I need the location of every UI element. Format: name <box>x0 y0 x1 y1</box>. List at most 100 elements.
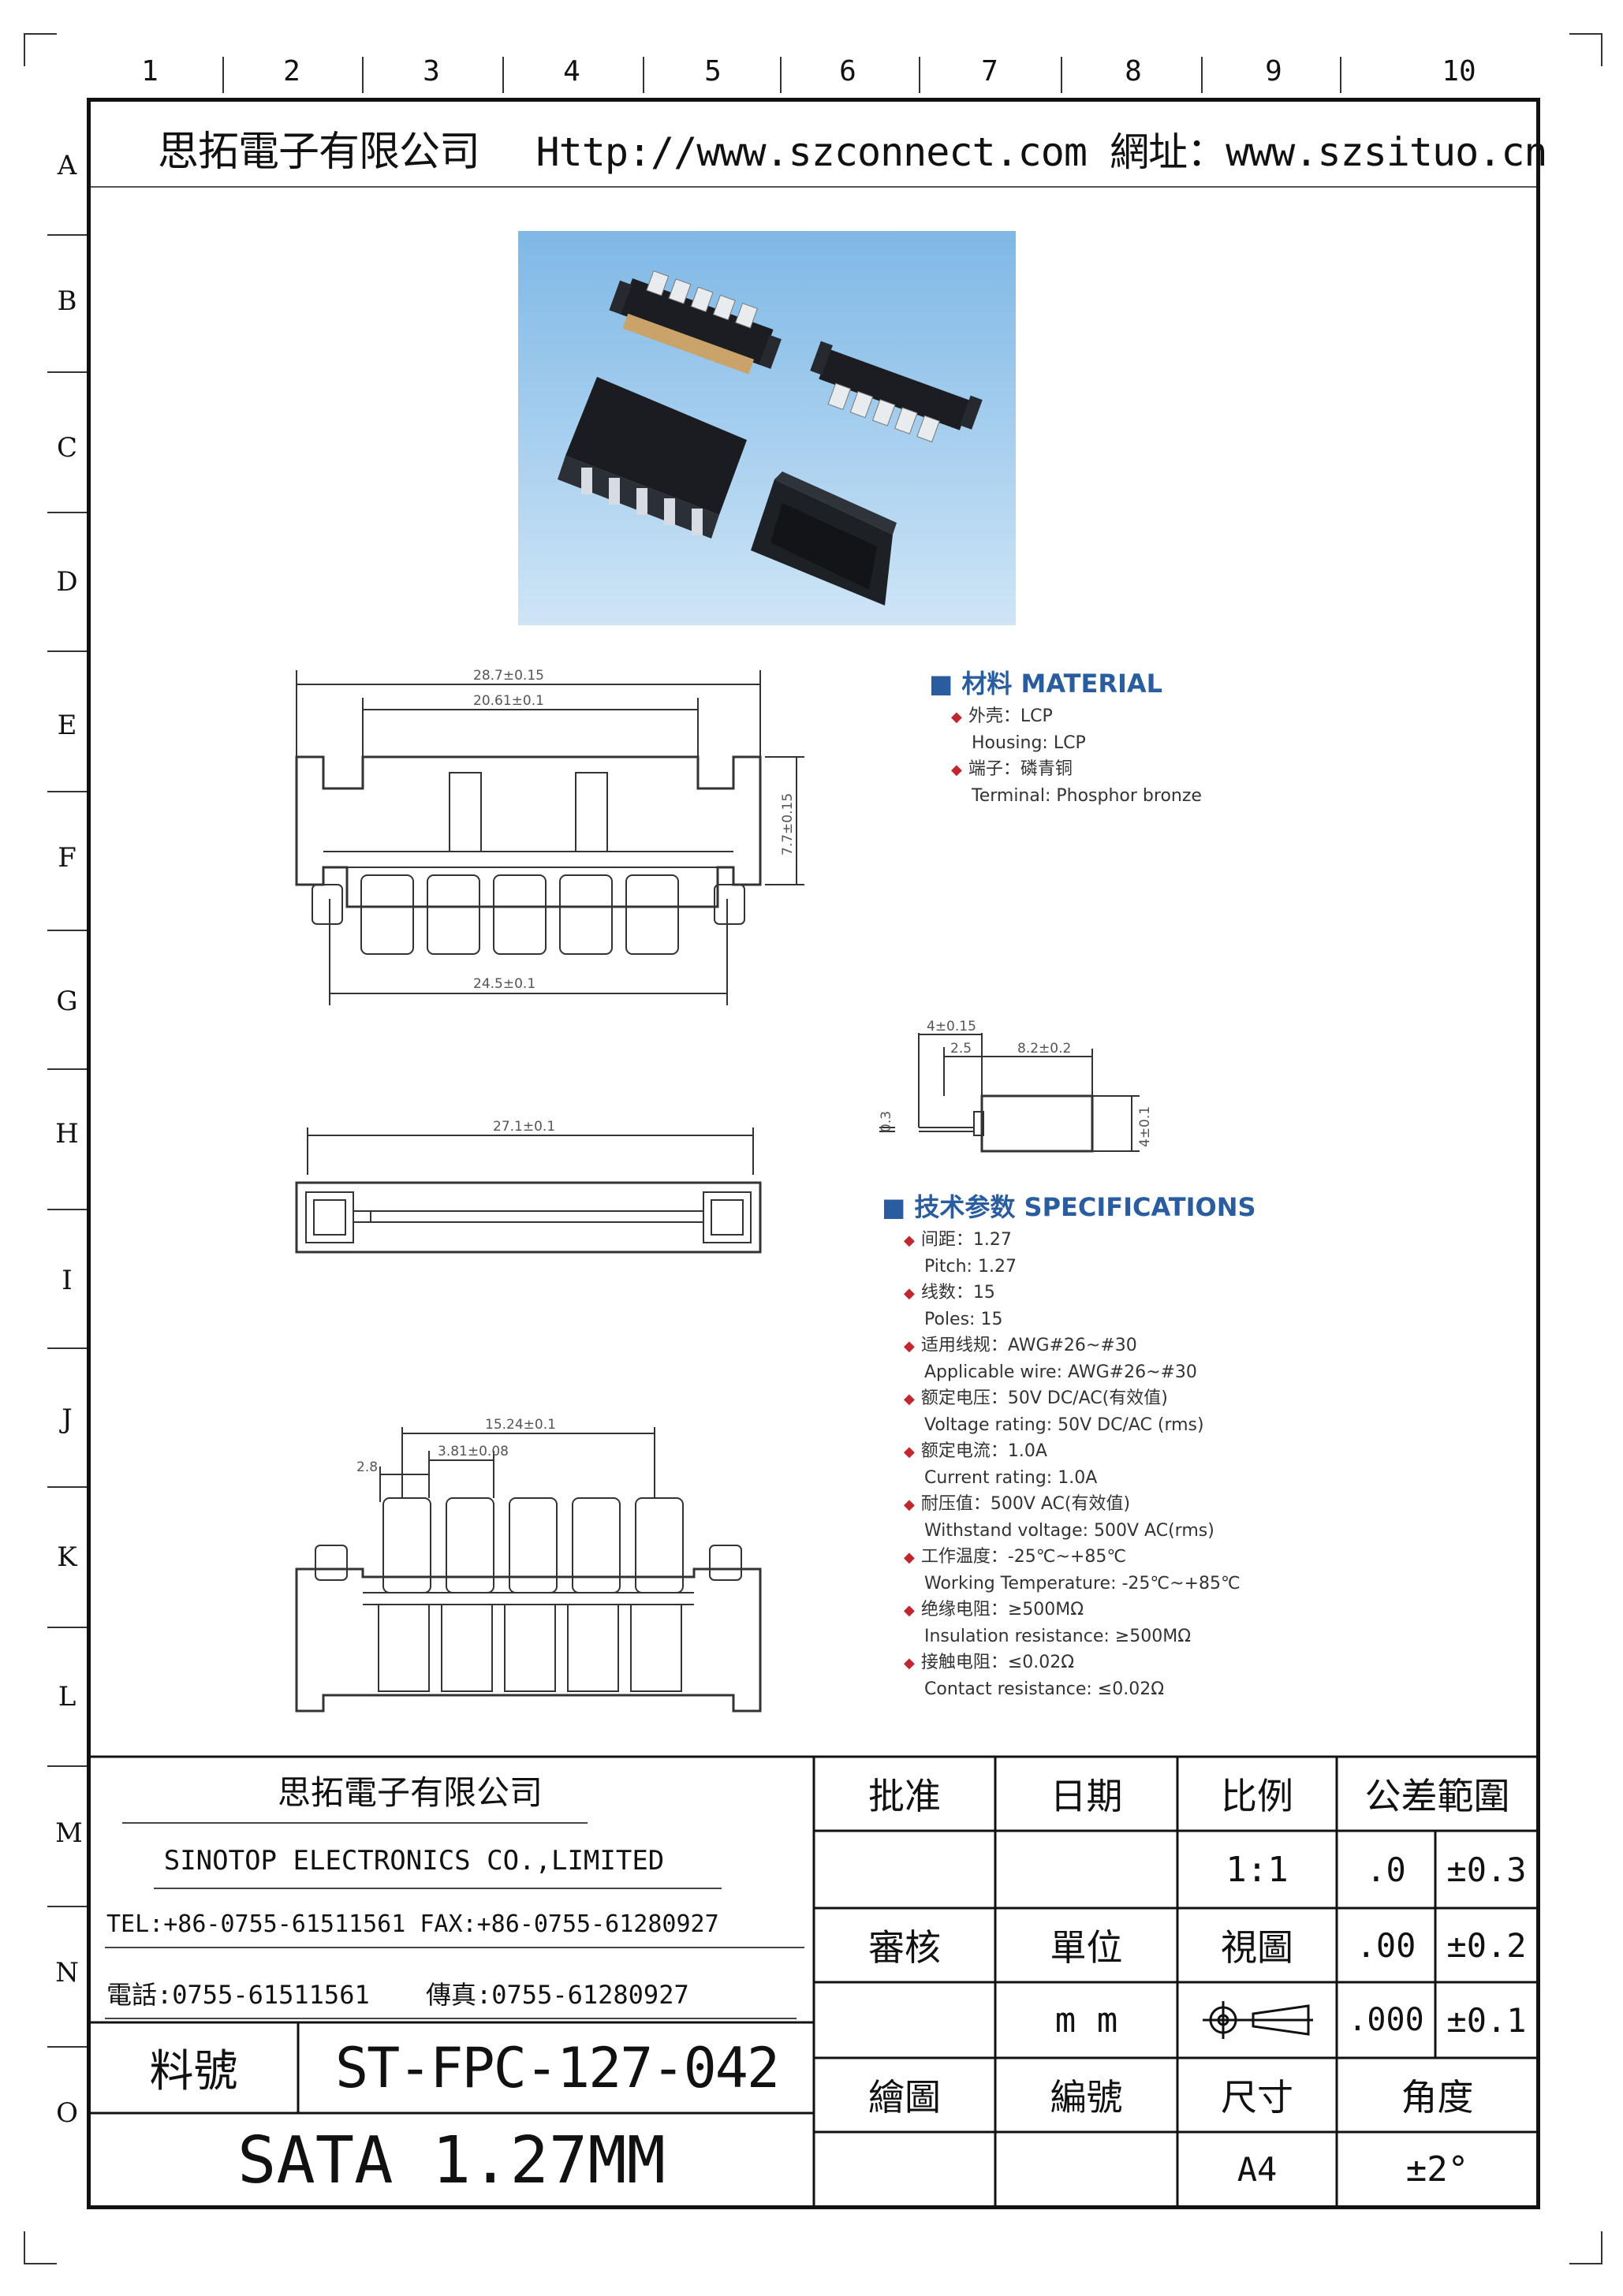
row-letter: K <box>57 1541 77 1573</box>
bullet-icon: ◆ <box>904 1602 915 1619</box>
row-letter: G <box>56 986 78 1017</box>
tb-tol2: ±0.2 <box>1446 1925 1527 1965</box>
row-letter: B <box>57 285 77 317</box>
row-letter: C <box>56 432 77 464</box>
spec-cn: 额定电流：1.0A <box>920 1441 1047 1461</box>
specifications-section: ■ 技术参数 SPECIFICATIONS ◆ 间距：1.27 Pitch: 1.… <box>882 1187 1256 1702</box>
tb-size-label: 尺寸 <box>1221 2076 1293 2119</box>
material-line: Terminal: Phosphor bronze <box>972 786 1202 806</box>
spec-cn: 适用线规：AWG#26~#30 <box>920 1336 1137 1355</box>
tb-tolerance-label: 公差範圍 <box>1364 1775 1510 1817</box>
tb-review: 審核 <box>868 1926 941 1969</box>
col-number: 8 <box>1125 55 1142 88</box>
material-title: ■ 材料 MATERIAL <box>929 669 1163 699</box>
tb-date: 日期 <box>1050 1775 1123 1817</box>
projection-symbol-icon <box>1177 1982 1337 2058</box>
bullet-icon: ◆ <box>904 1285 915 1302</box>
tb-size: A4 <box>1237 2149 1278 2189</box>
spec-cn: 绝缘电阻：≥500MΩ <box>920 1600 1084 1620</box>
spec-cn: 线数：15 <box>920 1283 995 1303</box>
col-number: 6 <box>839 55 856 88</box>
row-letter: F <box>58 842 76 874</box>
tb-tol3-prec: .000 <box>1348 2002 1424 2038</box>
row-letter: D <box>56 566 78 598</box>
middle-view-drawing: 27.1±0.1 <box>295 1119 762 1254</box>
header-divider <box>91 186 1536 188</box>
row-ticks <box>47 234 87 2048</box>
dim-side-a: 4±0.15 <box>927 1019 976 1034</box>
spec-en: Withstand voltage: 500V AC(rms) <box>924 1521 1214 1541</box>
tb-company-en: SINOTOP ELECTRONICS CO.,LIMITED <box>163 1845 665 1877</box>
row-letter: E <box>57 710 77 741</box>
bullet-icon: ◆ <box>904 1338 915 1355</box>
crop-mark-br <box>1569 2231 1602 2264</box>
tb-part-label: 料號 <box>149 2046 238 2097</box>
tb-phone-cn: 電話:0755-61511561 <box>106 1980 370 2010</box>
col-number: 1 <box>141 55 159 88</box>
bullet-icon: ◆ <box>904 1496 915 1513</box>
tb-drawn: 繪圖 <box>868 2076 941 2119</box>
specifications-title: ■ 技术参数 SPECIFICATIONS <box>882 1192 1256 1222</box>
crop-mark-bl <box>24 2231 57 2264</box>
col-number: 5 <box>704 55 722 88</box>
bullet-icon: ◆ <box>904 1549 915 1566</box>
row-letter: N <box>55 1957 79 1988</box>
bullet-icon: ◆ <box>904 1391 915 1407</box>
tb-tol1: ±0.3 <box>1446 1850 1527 1889</box>
dim-mid-width: 27.1±0.1 <box>493 1119 555 1135</box>
tb-scale-label: 比例 <box>1221 1775 1293 1817</box>
tb-product-name: SATA 1.27MM <box>237 2123 666 2198</box>
row-letter: O <box>56 2097 78 2129</box>
row-letter: M <box>55 1817 83 1849</box>
dim-top-bottom: 24.5±0.1 <box>473 976 535 992</box>
dim-side-c: 8.2±0.2 <box>1017 1041 1071 1057</box>
spec-en: Voltage rating: 50V DC/AC (rms) <box>924 1415 1204 1435</box>
col-number: 9 <box>1265 55 1282 88</box>
col-number: 10 <box>1442 55 1476 88</box>
crop-mark-tr <box>1569 33 1602 66</box>
top-view-drawing: 28.7±0.15 20.61±0.1 24.5±0.1 7.7±0.15 <box>295 668 804 1005</box>
spec-en: Current rating: 1.0A <box>924 1468 1098 1488</box>
material-line: 外壳：LCP <box>968 706 1053 726</box>
dim-side-e: 4±0.1 <box>1137 1106 1153 1147</box>
spec-en: Pitch: 1.27 <box>924 1257 1017 1277</box>
tb-tol1-prec: .0 <box>1366 1850 1406 1889</box>
tb-fax-cn: 傳真:0755-61280927 <box>426 1980 689 2010</box>
tb-tel-fax: TEL:+86-0755-61511561 FAX:+86-0755-61280… <box>106 1910 719 1938</box>
col-number: 7 <box>981 55 998 88</box>
material-section: ■ 材料 MATERIAL ◆外壳：LCP Housing: LCP ◆端子：磷… <box>929 664 1202 809</box>
bullet-icon: ◆ <box>904 1444 915 1460</box>
col-number: 2 <box>283 55 300 88</box>
bullet-icon: ◆ <box>904 1232 915 1249</box>
tb-tol3: ±0.1 <box>1446 2000 1527 2040</box>
header-line: 思拓電子有限公司 Http://www.szconnect.com 網址：www… <box>158 118 1548 177</box>
spec-cn: 额定电压：50V DC/AC(有效值) <box>920 1388 1168 1408</box>
header-url[interactable]: Http://www.szconnect.com 網址：www.szsituo.… <box>535 129 1548 175</box>
tb-tol2-prec: .00 <box>1356 1925 1416 1965</box>
tb-approve: 批准 <box>868 1775 941 1817</box>
spec-cn: 耐压值：500V AC(有效值) <box>920 1494 1131 1514</box>
dim-top-overall: 28.7±0.15 <box>473 668 544 684</box>
dim-side-b: 2.5 <box>950 1041 972 1057</box>
col-number: 3 <box>423 55 440 88</box>
row-letter: I <box>62 1265 73 1296</box>
col-number: 4 <box>563 55 580 88</box>
spec-en: Working Temperature: -25℃~+85℃ <box>924 1574 1241 1593</box>
spec-cn: 间距：1.27 <box>920 1230 1012 1250</box>
spec-en: Contact resistance: ≤0.02Ω <box>924 1679 1165 1699</box>
dim-bot-pitch: 3.81±0.08 <box>438 1444 509 1459</box>
header-company: 思拓電子有限公司 <box>158 129 480 176</box>
tb-angle-label: 角度 <box>1401 2076 1474 2119</box>
spec-en: Applicable wire: AWG#26~#30 <box>924 1362 1197 1382</box>
dim-bot-span: 15.24±0.1 <box>485 1417 556 1433</box>
tb-unit-label: 單位 <box>1050 1926 1123 1969</box>
column-ticks <box>222 57 1341 93</box>
tb-view-label: 視圖 <box>1221 1926 1293 1969</box>
dim-top-inner: 20.61±0.1 <box>473 693 544 709</box>
bullet-icon: ◆ <box>904 1655 915 1672</box>
row-letter: H <box>55 1118 79 1150</box>
bullet-icon: ◆ <box>951 709 962 725</box>
bottom-view-drawing: 15.24±0.1 3.81±0.08 2.8 <box>295 1417 762 1713</box>
material-line: Housing: LCP <box>972 733 1086 753</box>
